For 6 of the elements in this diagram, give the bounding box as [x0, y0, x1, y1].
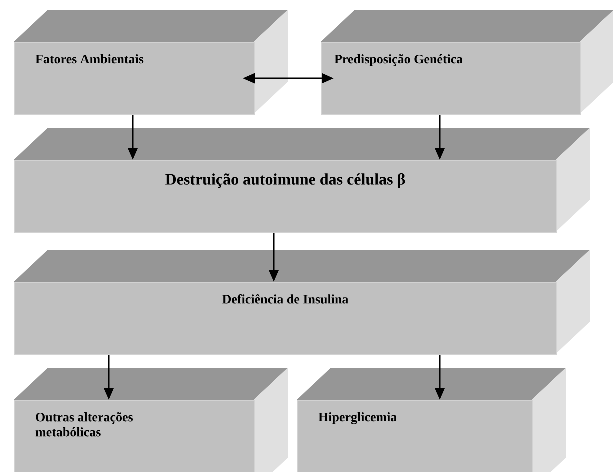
- block-box: Predisposição Genética: [321, 10, 613, 115]
- block-box: Fatores Ambientais: [14, 10, 288, 115]
- block-box: Deficiência de Insulina: [14, 250, 590, 355]
- block-box: Hiperglicemia: [297, 368, 566, 472]
- block-box: Destruição autoimune das células β: [14, 128, 590, 233]
- block-box: Outras alterações metabólicas: [14, 368, 288, 472]
